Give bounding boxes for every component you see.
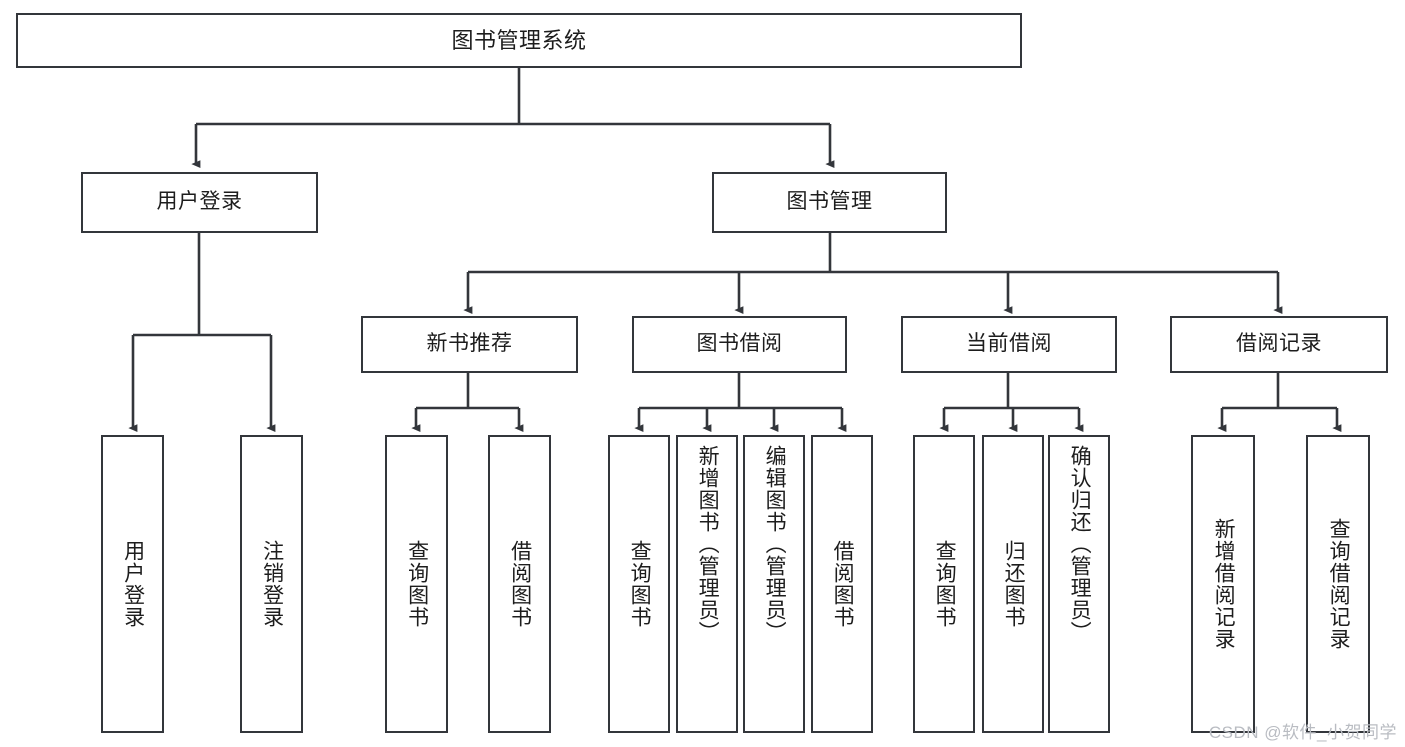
node-book-borrow[interactable]: 图书借阅 <box>632 316 847 373</box>
node-borrow-record-label: 借阅记录 <box>1236 332 1322 356</box>
node-leaf-query-record-label: 查询借阅记录 <box>1327 518 1351 650</box>
node-new-book-recommend-label: 新书推荐 <box>426 332 513 356</box>
node-leaf-edit-book-label: 编辑图书（管理员） <box>763 445 787 643</box>
node-leaf-confirm-return-label: 确认归还（管理员） <box>1068 445 1092 643</box>
node-current-borrow-label: 当前借阅 <box>966 332 1052 356</box>
node-leaf-borrow-book-2[interactable]: 借阅图书 <box>811 435 873 733</box>
node-user-login-label: 用户登录 <box>156 190 243 214</box>
node-leaf-return-book-label: 归还图书 <box>1002 540 1026 628</box>
node-leaf-edit-book[interactable]: 编辑图书（管理员） <box>743 435 805 733</box>
node-leaf-borrow-book-1[interactable]: 借阅图书 <box>488 435 551 733</box>
node-leaf-query-book-1-label: 查询图书 <box>405 540 429 628</box>
node-leaf-borrow-book-1-label: 借阅图书 <box>508 540 532 628</box>
node-leaf-query-record[interactable]: 查询借阅记录 <box>1306 435 1370 733</box>
node-leaf-add-book-label: 新增图书（管理员） <box>696 445 720 643</box>
node-user-login[interactable]: 用户登录 <box>81 172 318 233</box>
node-leaf-query-book-1[interactable]: 查询图书 <box>385 435 448 733</box>
node-leaf-query-book-3[interactable]: 查询图书 <box>913 435 975 733</box>
node-leaf-add-record[interactable]: 新增借阅记录 <box>1191 435 1255 733</box>
node-leaf-add-record-label: 新增借阅记录 <box>1212 518 1236 650</box>
node-leaf-return-book[interactable]: 归还图书 <box>982 435 1044 733</box>
csdn-watermark: CSDN @软件_小贺同学 <box>1208 723 1397 742</box>
node-root[interactable]: 图书管理系统 <box>16 13 1022 68</box>
node-leaf-logout-label: 注销登录 <box>260 540 284 628</box>
node-root-label: 图书管理系统 <box>451 27 587 53</box>
node-book-management[interactable]: 图书管理 <box>712 172 947 233</box>
node-borrow-record[interactable]: 借阅记录 <box>1170 316 1388 373</box>
node-leaf-user-login[interactable]: 用户登录 <box>101 435 164 733</box>
node-leaf-add-book[interactable]: 新增图书（管理员） <box>676 435 738 733</box>
node-book-borrow-label: 图书借阅 <box>696 332 783 356</box>
node-new-book-recommend[interactable]: 新书推荐 <box>361 316 578 373</box>
node-leaf-borrow-book-2-label: 借阅图书 <box>831 540 855 628</box>
node-leaf-query-book-3-label: 查询图书 <box>933 540 957 628</box>
node-leaf-query-book-2[interactable]: 查询图书 <box>608 435 670 733</box>
node-leaf-confirm-return[interactable]: 确认归还（管理员） <box>1048 435 1110 733</box>
node-leaf-user-login-label: 用户登录 <box>121 540 145 628</box>
node-book-management-label: 图书管理 <box>786 190 873 214</box>
node-current-borrow[interactable]: 当前借阅 <box>901 316 1117 373</box>
node-leaf-query-book-2-label: 查询图书 <box>628 540 652 628</box>
node-leaf-logout[interactable]: 注销登录 <box>240 435 303 733</box>
